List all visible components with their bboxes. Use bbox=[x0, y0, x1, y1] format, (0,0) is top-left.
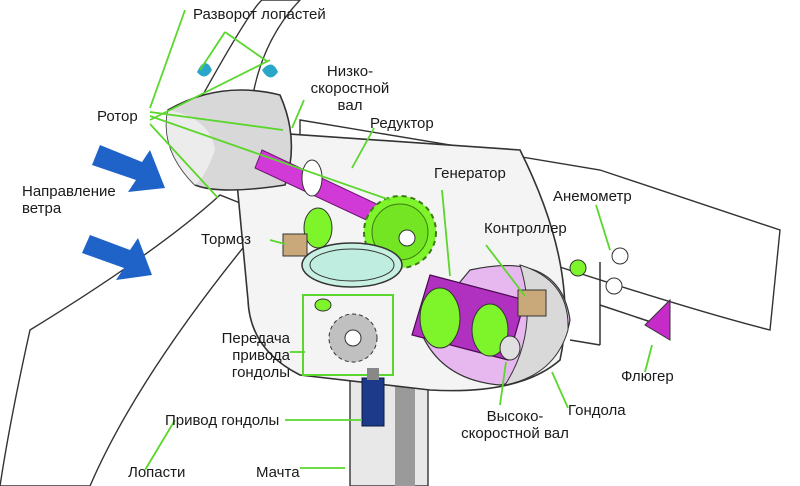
blade-pitch-clips bbox=[197, 62, 278, 78]
wind-arrows bbox=[82, 145, 165, 280]
label-anemometer: Анемометр bbox=[553, 188, 632, 205]
label-yaw-gear: Передача привода гондолы bbox=[221, 330, 290, 381]
label-tower: Мачта bbox=[256, 464, 300, 481]
label-low-speed-shaft: Низко- скоростной вал bbox=[310, 63, 390, 114]
yaw-ring-drawing bbox=[301, 242, 403, 288]
anemometer-vane-drawing bbox=[569, 247, 671, 346]
label-blade-pitch: Разворот лопастей bbox=[193, 6, 326, 23]
label-controller: Контроллер bbox=[484, 220, 567, 237]
leader-lines bbox=[144, 9, 653, 471]
label-generator: Генератор bbox=[434, 165, 506, 182]
yaw-gear-train-drawing bbox=[302, 294, 394, 376]
label-yaw-drive: Привод гондолы bbox=[165, 412, 280, 429]
label-nacelle: Гондола bbox=[568, 402, 626, 419]
yaw-motor-drawing bbox=[361, 368, 385, 427]
label-blades: Лопасти bbox=[128, 464, 186, 481]
label-high-speed-shaft: Высоко- скоростной вал bbox=[461, 408, 569, 442]
controller-box-drawing bbox=[517, 289, 547, 317]
brake-drawing bbox=[282, 207, 333, 257]
label-rotor: Ротор bbox=[97, 108, 138, 125]
generator-drawing bbox=[411, 274, 526, 361]
label-gearbox: Редуктор bbox=[370, 115, 434, 132]
label-wind-direction: Направление ветра bbox=[22, 183, 116, 217]
label-brake: Тормоз bbox=[201, 231, 252, 248]
label-wind-vane: Флюгер bbox=[621, 368, 674, 385]
